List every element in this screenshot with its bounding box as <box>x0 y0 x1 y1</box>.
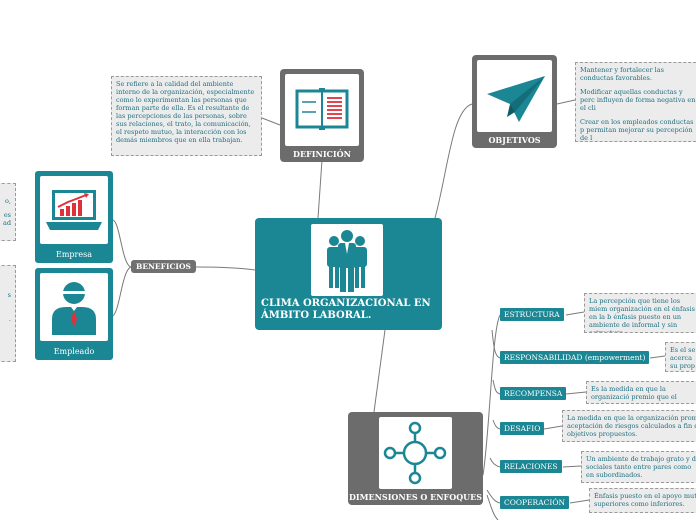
dimension-relaciones[interactable]: RELACIONES <box>500 460 562 473</box>
empleado-label: Empleado <box>53 347 95 356</box>
empresa-note-line-3: ad <box>2 219 11 227</box>
note-responsabilidad-text: Es el se acerca su prop <box>670 346 696 370</box>
note-desafio: La medida en que la organización prom ac… <box>562 410 696 442</box>
empresa-note-line-2: es <box>3 211 11 219</box>
employee-icon <box>40 273 108 341</box>
definicion-node[interactable]: DEFINICIÓN <box>280 69 364 162</box>
network-hub-icon <box>379 417 452 489</box>
laptop-chart-icon <box>40 176 108 244</box>
note-responsabilidad: Es el se acerca su prop <box>665 342 696 372</box>
team-icon <box>311 224 383 296</box>
note-cooperacion-text: Énfasis puesto en el apoyo mut superiore… <box>594 492 696 508</box>
notebook-icon <box>285 74 359 146</box>
empresa-node[interactable]: Empresa <box>35 171 113 263</box>
empresa-note: o, es ad <box>0 183 16 241</box>
central-topic[interactable]: CLIMA ORGANIZACIONAL EN ÁMBITO LABORAL. <box>255 218 442 330</box>
objetivos-label: OBJETIVOS <box>488 135 541 145</box>
note-recompensa-text: Es la medida en que la organizació premi… <box>591 385 677 403</box>
objetivos-note-2: Modificar aquellas conductas y perc infl… <box>580 88 696 112</box>
empleado-note: s . <box>0 265 16 362</box>
definicion-note: Se refiere a la calidad del ambiente int… <box>111 76 262 156</box>
objetivos-node[interactable]: OBJETIVOS <box>472 55 557 148</box>
note-relaciones: Un ambiente de trabajo grato y de social… <box>581 451 696 483</box>
note-estructura-text: La percepción que tiene los miem organiz… <box>589 297 695 333</box>
note-estructura: La percepción que tiene los miem organiz… <box>584 293 696 333</box>
objetivos-note-1: Mantener y fortalecer las conductas favo… <box>580 66 664 82</box>
note-cooperacion: Énfasis puesto en el apoyo mut superiore… <box>589 488 696 513</box>
beneficios-node[interactable]: BENEFICIOS <box>131 260 196 273</box>
definicion-note-text: Se refiere a la calidad del ambiente int… <box>116 80 255 144</box>
objetivos-note-3: Crear en los empleados conductas p permi… <box>580 118 694 142</box>
dimension-desafio[interactable]: DESAFIO <box>500 422 545 435</box>
definicion-label: DEFINICIÓN <box>293 149 351 159</box>
empresa-note-line-1: o, <box>5 197 11 205</box>
note-desafio-text: La medida en que la organización prom ac… <box>567 414 696 438</box>
empresa-label: Empresa <box>56 250 92 259</box>
dimension-estructura[interactable]: ESTRUCTURA <box>500 308 564 321</box>
dimension-recompensa[interactable]: RECOMPENSA <box>500 387 567 400</box>
empleado-note-line-1: s <box>7 291 11 299</box>
dimension-responsabilidad[interactable]: RESPONSABILIDAD (empowerment) <box>500 351 650 364</box>
objetivos-note: Mantener y fortalecer las conductas favo… <box>575 62 696 142</box>
dimension-cooperacion[interactable]: COOPERACIÓN <box>500 496 570 509</box>
empleado-node[interactable]: Empleado <box>35 268 113 360</box>
dimensiones-label: DIMENSIONES O ENFOQUES <box>348 492 483 502</box>
central-title: CLIMA ORGANIZACIONAL EN ÁMBITO LABORAL. <box>261 298 431 321</box>
paper-plane-icon <box>477 60 552 132</box>
empleado-note-line-2: . <box>8 315 11 323</box>
note-relaciones-text: Un ambiente de trabajo grato y de social… <box>586 455 696 479</box>
note-recompensa: Es la medida en que la organizació premi… <box>586 381 696 404</box>
dimensiones-node[interactable]: DIMENSIONES O ENFOQUES <box>348 412 483 505</box>
